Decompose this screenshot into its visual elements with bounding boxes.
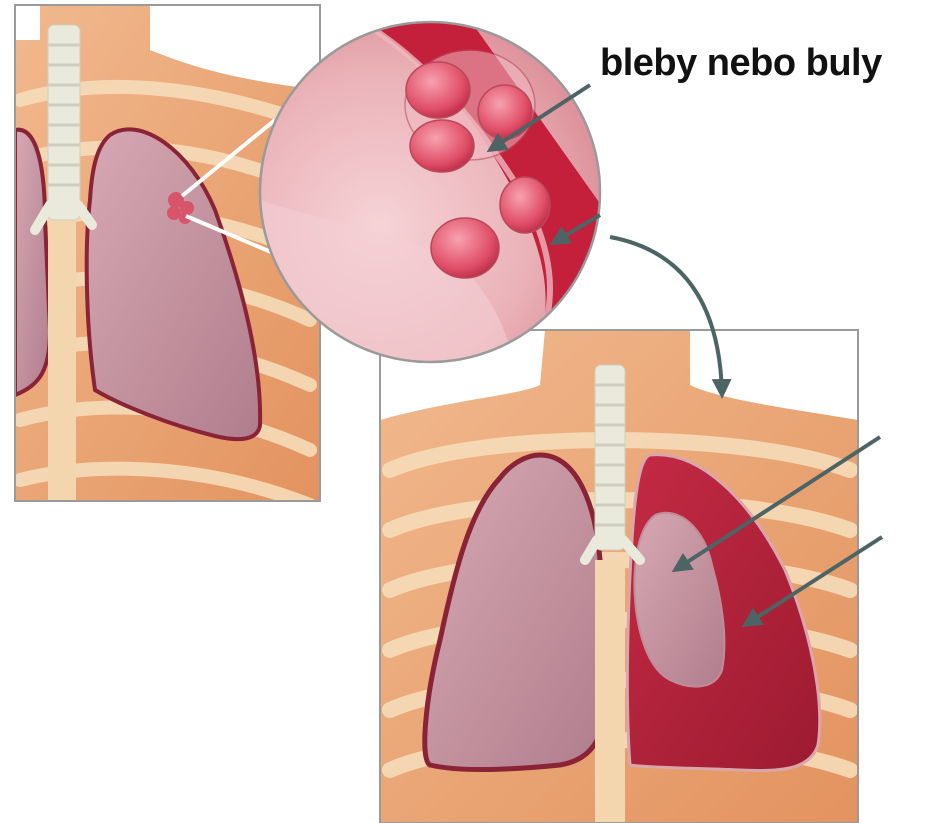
blebs-label: bleby nebo buly (600, 42, 882, 85)
right-chest-panel (380, 330, 858, 823)
